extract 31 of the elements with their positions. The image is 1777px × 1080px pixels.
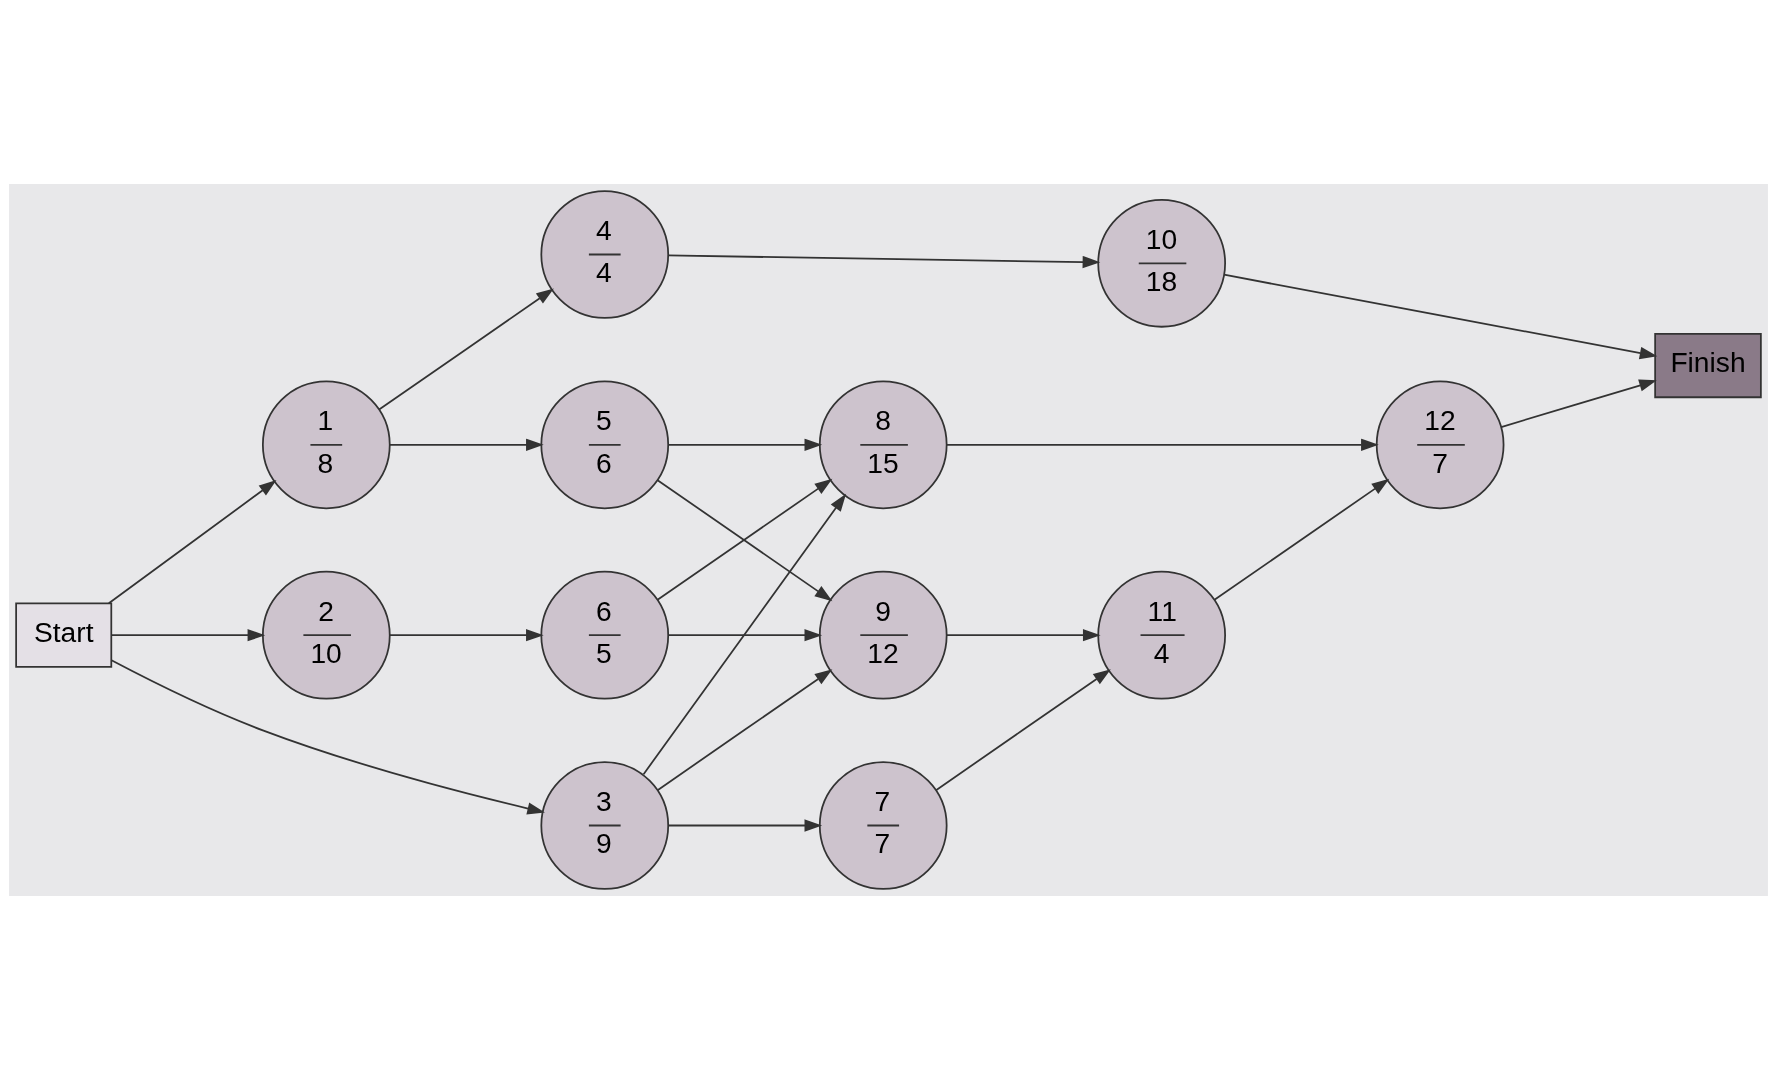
node-box: Start bbox=[15, 602, 113, 668]
arrow bbox=[107, 480, 277, 605]
arrow bbox=[945, 629, 1101, 642]
arrow bbox=[378, 288, 554, 411]
arrow bbox=[1213, 478, 1390, 601]
node-circle: 10 18 bbox=[1097, 199, 1226, 328]
arrow bbox=[388, 438, 544, 451]
node-circle: 12 7 bbox=[1375, 380, 1505, 510]
node-circle: 2 10 bbox=[262, 570, 391, 700]
arrow bbox=[667, 629, 823, 642]
arrow bbox=[642, 493, 847, 776]
node-box: Finish bbox=[1654, 332, 1762, 399]
arrow bbox=[1500, 379, 1657, 428]
node-circle: 4 4 bbox=[540, 190, 670, 319]
node-circle: 11 4 bbox=[1097, 570, 1226, 700]
arrow bbox=[667, 254, 1101, 269]
node-circle: 7 7 bbox=[818, 761, 948, 890]
arrow bbox=[667, 438, 823, 451]
arrow bbox=[388, 629, 544, 642]
node-circle: 9 12 bbox=[818, 570, 948, 700]
arrow bbox=[1223, 273, 1658, 360]
arrow bbox=[935, 669, 1111, 792]
arrow bbox=[110, 629, 266, 642]
arrow bbox=[945, 438, 1379, 451]
arrow bbox=[656, 669, 833, 792]
arrow bbox=[667, 819, 823, 832]
node-circle: 6 5 bbox=[540, 570, 670, 700]
node-circle: 5 6 bbox=[540, 380, 670, 510]
node-circle: 1 8 bbox=[262, 380, 391, 510]
arrow bbox=[110, 659, 545, 815]
node-circle: 3 9 bbox=[540, 761, 670, 890]
